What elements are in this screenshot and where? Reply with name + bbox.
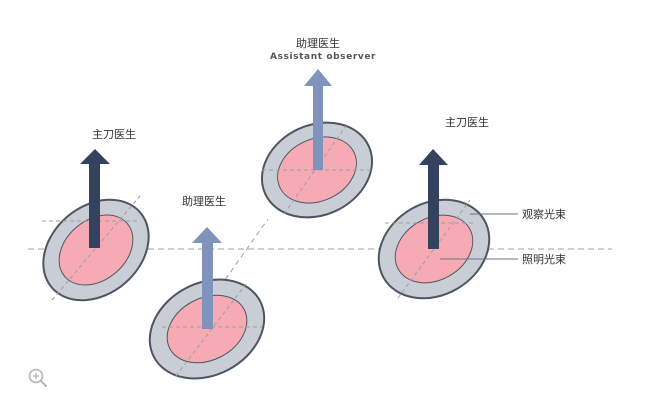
label-assistant-observer-en: Assistant observer — [270, 52, 377, 62]
label-assistant-left: 助理医生 — [182, 195, 226, 208]
arrow-assistant-observer — [304, 69, 332, 170]
zoom-in-icon[interactable] — [27, 367, 49, 389]
lens-surgeon-left — [42, 195, 150, 302]
arrow-surgeon-right — [419, 149, 448, 249]
diagonal-connector-line — [214, 218, 269, 295]
arrow-surgeon-left — [80, 149, 110, 248]
label-assistant-observer-cn: 助理医生 — [296, 37, 340, 50]
label-surgeon-left: 主刀医生 — [92, 128, 136, 141]
arrow-assistant-left — [192, 227, 222, 329]
label-observation-beam: 观察光束 — [522, 208, 566, 221]
label-surgeon-right: 主刀医生 — [445, 116, 489, 129]
label-illumination-beam: 照明光束 — [522, 253, 566, 266]
